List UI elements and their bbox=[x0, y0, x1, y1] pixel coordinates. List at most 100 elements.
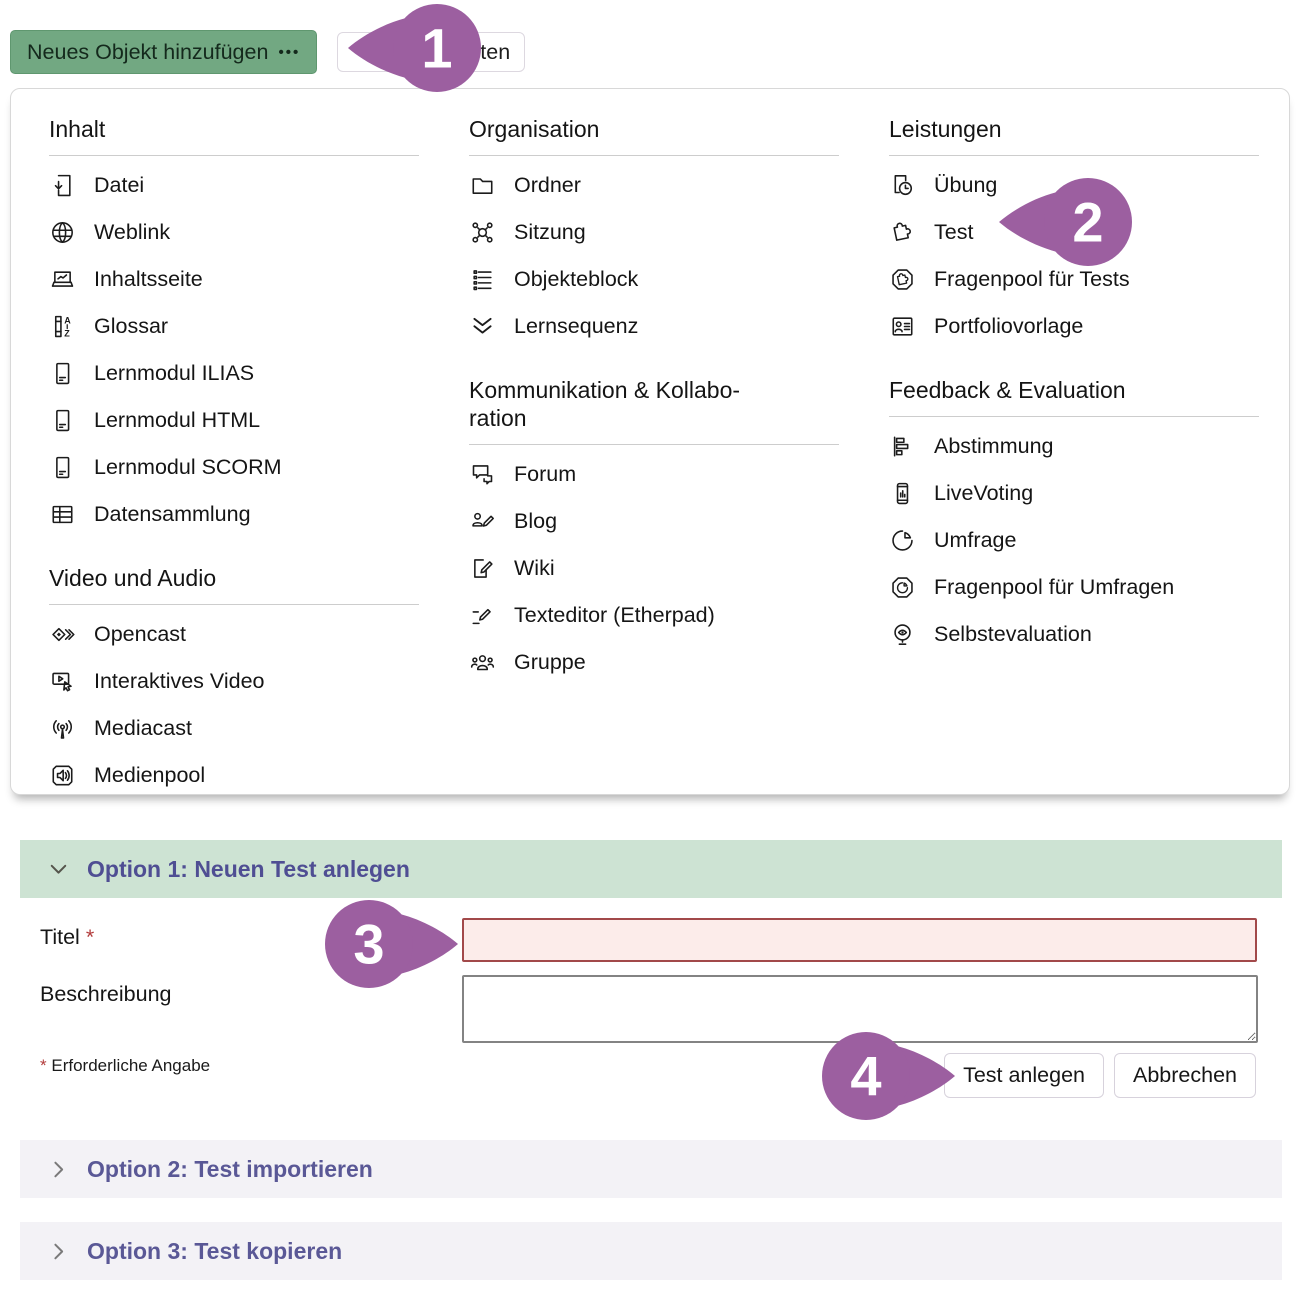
mediacast-icon bbox=[49, 715, 76, 742]
dropdown-column-1: Inhalt Datei Weblink Inhaltsseite Glossa… bbox=[49, 111, 419, 794]
menu-item-fragenpool-tests[interactable]: Fragenpool für Tests bbox=[889, 256, 1259, 303]
menu-item-umfrage[interactable]: Umfrage bbox=[889, 517, 1259, 564]
learning-module-icon bbox=[49, 407, 76, 434]
menu-item-wiki[interactable]: Wiki bbox=[469, 545, 839, 592]
title-field-label: Titel * bbox=[40, 925, 95, 949]
callout-badge-4: 4 bbox=[822, 1030, 956, 1122]
menu-item-gruppe[interactable]: Gruppe bbox=[469, 639, 839, 686]
chevron-right-icon bbox=[46, 1239, 71, 1264]
accordion-option1-title: Option 1: Neuen Test anlegen bbox=[87, 855, 410, 882]
menu-item-selbstevaluation[interactable]: Selbstevaluation bbox=[889, 611, 1259, 658]
ellipsis-icon: ••• bbox=[278, 43, 301, 61]
menu-item-weblink[interactable]: Weblink bbox=[49, 209, 419, 256]
menu-item-interaktives-video[interactable]: Interaktives Video bbox=[49, 658, 419, 705]
menu-item-test[interactable]: Test bbox=[889, 209, 1259, 256]
exercise-icon bbox=[889, 172, 916, 199]
callout-badge-3: 3 bbox=[325, 898, 459, 990]
test-icon bbox=[889, 219, 916, 246]
title-input[interactable] bbox=[462, 918, 1257, 962]
dropdown-column-3: Leistungen Übung Test Fragenpool für Tes… bbox=[889, 111, 1259, 794]
menu-item-blog[interactable]: Blog bbox=[469, 498, 839, 545]
callout-badge-2: 2 bbox=[998, 176, 1132, 268]
menu-item-livevoting[interactable]: LiveVoting bbox=[889, 470, 1259, 517]
add-object-dropdown-panel: Inhalt Datei Weblink Inhaltsseite Glossa… bbox=[10, 88, 1290, 795]
section-feedback-evaluation: Feedback & Evaluation Abstimmung LiveVot… bbox=[889, 372, 1259, 658]
learning-module-icon bbox=[49, 454, 76, 481]
survey-icon bbox=[889, 527, 916, 554]
file-icon bbox=[49, 172, 76, 199]
menu-item-lernmodul-ilias[interactable]: Lernmodul ILIAS bbox=[49, 350, 419, 397]
section-inhalt: Inhalt Datei Weblink Inhaltsseite Glossa… bbox=[49, 111, 419, 538]
menu-item-medienpool[interactable]: Medienpool bbox=[49, 752, 419, 799]
glossary-icon bbox=[49, 313, 76, 340]
accordion-option2-title: Option 2: Test importieren bbox=[87, 1155, 373, 1182]
callout-number: 2 bbox=[1072, 191, 1103, 254]
menu-item-fragenpool-umfragen[interactable]: Fragenpool für Umfragen bbox=[889, 564, 1259, 611]
dropdown-column-2: Organisation Ordner Sitzung Objekteblock… bbox=[469, 111, 839, 794]
folder-icon bbox=[469, 172, 496, 199]
callout-number: 4 bbox=[850, 1045, 881, 1108]
section-title-feedback: Feedback & Evaluation bbox=[889, 377, 1126, 404]
accordion-option2-header[interactable]: Option 2: Test importieren bbox=[20, 1140, 1282, 1198]
required-asterisk: * bbox=[85, 925, 95, 949]
question-pool-survey-icon bbox=[889, 574, 916, 601]
menu-item-lernmodul-html[interactable]: Lernmodul HTML bbox=[49, 397, 419, 444]
question-pool-test-icon bbox=[889, 266, 916, 293]
description-field-label: Beschreibung bbox=[40, 982, 172, 1006]
menu-item-ordner[interactable]: Ordner bbox=[469, 162, 839, 209]
cancel-button[interactable]: Abbrechen bbox=[1114, 1053, 1256, 1098]
menu-item-objekteblock[interactable]: Objekteblock bbox=[469, 256, 839, 303]
interactive-video-icon bbox=[49, 668, 76, 695]
group-icon bbox=[469, 649, 496, 676]
menu-item-glossar[interactable]: Glossar bbox=[49, 303, 419, 350]
menu-item-lernmodul-scorm[interactable]: Lernmodul SCORM bbox=[49, 444, 419, 491]
opencast-icon bbox=[49, 621, 76, 648]
chevron-right-icon bbox=[46, 1157, 71, 1182]
learning-sequence-icon bbox=[469, 313, 496, 340]
menu-item-texteditor[interactable]: Texteditor (Etherpad) bbox=[469, 592, 839, 639]
menu-item-datei[interactable]: Datei bbox=[49, 162, 419, 209]
section-organisation: Organisation Ordner Sitzung Objekteblock… bbox=[469, 111, 839, 350]
section-title-kommunikation: Kommunikation & Kollabo­ration bbox=[469, 377, 741, 432]
menu-item-datensammlung[interactable]: Datensammlung bbox=[49, 491, 419, 538]
menu-item-opencast[interactable]: Opencast bbox=[49, 611, 419, 658]
object-block-icon bbox=[469, 266, 496, 293]
text-editor-icon bbox=[469, 602, 496, 629]
callout-number: 3 bbox=[353, 913, 384, 976]
menu-item-mediacast[interactable]: Mediacast bbox=[49, 705, 419, 752]
menu-item-portfoliovorlage[interactable]: Portfoliovorlage bbox=[889, 303, 1259, 350]
create-test-button[interactable]: Test anlegen bbox=[944, 1053, 1104, 1098]
required-note: * Erforderliche Angabe bbox=[40, 1056, 211, 1075]
session-icon bbox=[469, 219, 496, 246]
globe-icon bbox=[49, 219, 76, 246]
form-actions: Test anlegen Abbrechen bbox=[944, 1053, 1256, 1098]
add-new-object-button[interactable]: Neues Objekt hinzufügen ••• bbox=[10, 30, 318, 74]
section-title-leistungen: Leistungen bbox=[889, 116, 1002, 142]
menu-item-forum[interactable]: Forum bbox=[469, 451, 839, 498]
add-new-object-label: Neues Objekt hinzufügen bbox=[27, 39, 269, 64]
menu-item-lernsequenz[interactable]: Lernsequenz bbox=[469, 303, 839, 350]
menu-item-sitzung[interactable]: Sitzung bbox=[469, 209, 839, 256]
blog-icon bbox=[469, 508, 496, 535]
accordion-option3-header[interactable]: Option 3: Test kopieren bbox=[20, 1222, 1282, 1280]
poll-icon bbox=[889, 433, 916, 460]
chevron-down-icon bbox=[46, 857, 71, 882]
required-asterisk: * bbox=[40, 1056, 47, 1075]
callout-number: 1 bbox=[421, 17, 452, 80]
accordion-option3-title: Option 3: Test kopieren bbox=[87, 1237, 343, 1264]
section-kommunikation: Kommunikation & Kollabo­ration Forum Blo… bbox=[469, 372, 839, 686]
section-title-video-audio: Video und Audio bbox=[49, 565, 217, 592]
learning-module-icon bbox=[49, 360, 76, 387]
data-collection-icon bbox=[49, 501, 76, 528]
accordion-option1-header[interactable]: Option 1: Neuen Test anlegen bbox=[20, 840, 1282, 898]
portfolio-template-icon bbox=[889, 313, 916, 340]
section-title-inhalt: Inhalt bbox=[49, 116, 106, 142]
section-title-organisation: Organisation bbox=[469, 116, 600, 142]
menu-item-inhaltsseite[interactable]: Inhaltsseite bbox=[49, 256, 419, 303]
section-leistungen: Leistungen Übung Test Fragenpool für Tes… bbox=[889, 111, 1259, 350]
menu-item-abstimmung[interactable]: Abstimmung bbox=[889, 423, 1259, 470]
live-voting-icon bbox=[889, 480, 916, 507]
content-page-icon bbox=[49, 266, 76, 293]
menu-item-uebung[interactable]: Übung bbox=[889, 162, 1259, 209]
